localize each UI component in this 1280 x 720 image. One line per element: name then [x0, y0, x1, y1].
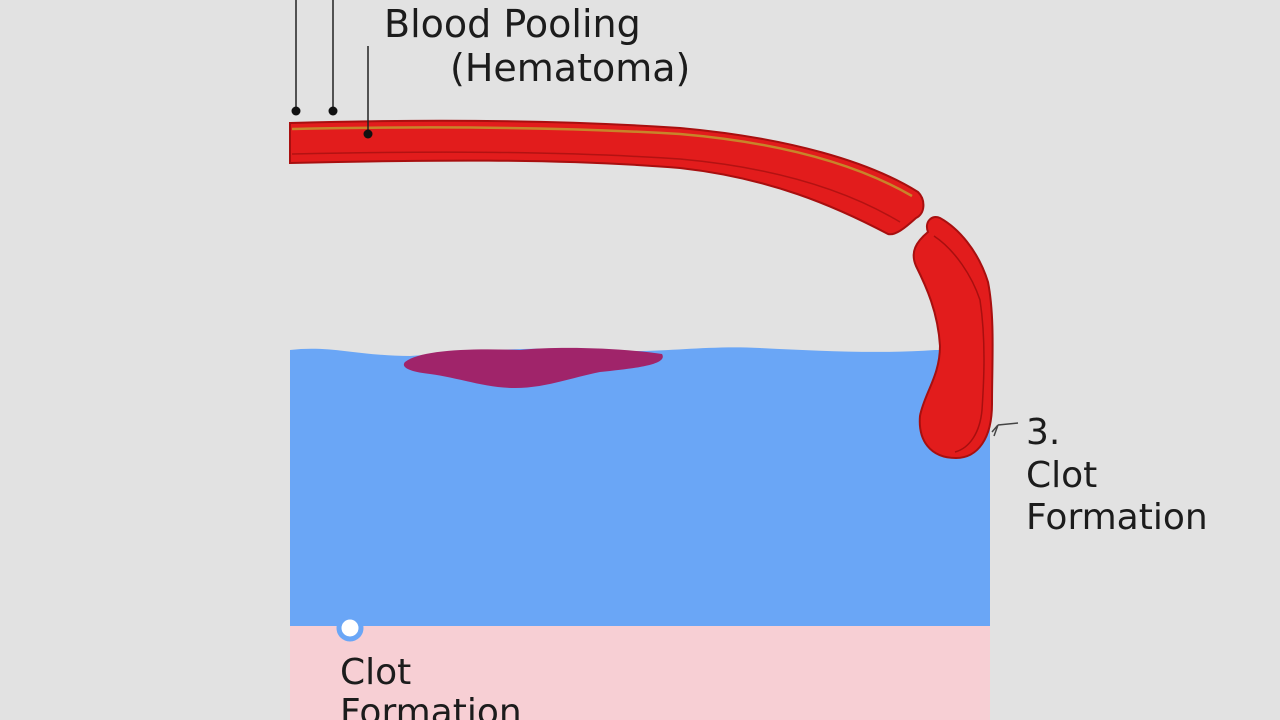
clot-inner-line [933, 235, 985, 453]
blood-vessel [289, 119, 925, 236]
skin-layer [290, 625, 990, 720]
clot-label-right: Clot [1026, 455, 1098, 496]
formation-label-right: Formation [1026, 497, 1208, 538]
clot-label-bottom: Clot [340, 652, 412, 693]
leader-dot-icon [363, 129, 373, 139]
step-3-leader [991, 422, 1019, 437]
hematoma-blob [403, 347, 663, 388]
formation-label-bottom: Formation [340, 692, 522, 720]
vessel-lower-line [291, 151, 901, 223]
tissue-layer [290, 347, 990, 626]
vessel-tear [904, 230, 916, 240]
hematoma-label: (Hematoma) [450, 46, 691, 90]
step-number-label: 3. [1026, 412, 1061, 453]
leader-dot-icon [328, 106, 338, 116]
clot-vessel [912, 216, 994, 460]
circle-marker-icon [336, 614, 364, 642]
vessel-inner-line [291, 126, 913, 198]
blood-pooling-label: Blood Pooling [384, 2, 641, 46]
leader-dot-icon [291, 106, 301, 116]
